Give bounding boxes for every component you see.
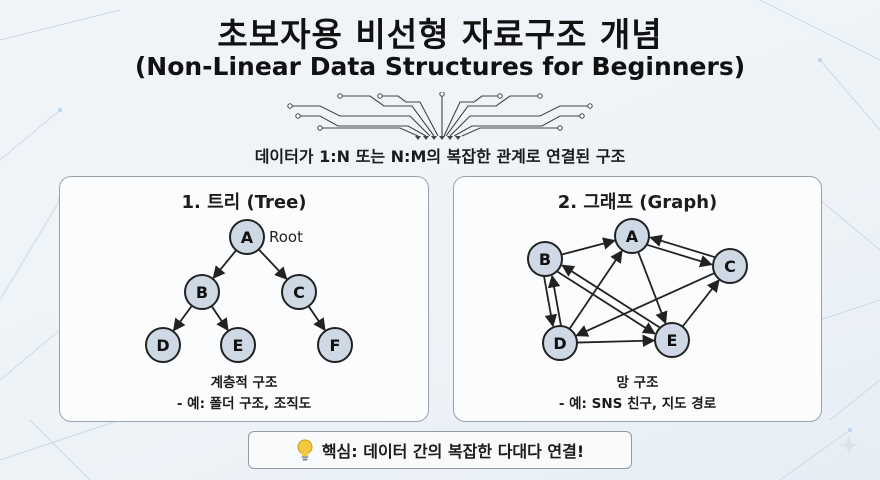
graph-edge-d-e [576, 334, 656, 348]
tree-node-circle [184, 274, 220, 310]
tree-node-circle [220, 327, 256, 363]
subtitle: 데이터가 1:N 또는 N:M의 복잡한 관계로 연결된 구조 [254, 147, 626, 166]
tree-edge-a-b [212, 249, 237, 280]
tree-node-circle [281, 274, 317, 310]
graph-node-circle [527, 241, 563, 277]
tree-node-label: B [196, 283, 208, 302]
graph-edge-c-d [575, 272, 715, 337]
graph-node-e: E [654, 322, 690, 358]
tree-node-circle [145, 327, 181, 363]
tree-edge-c-f [307, 305, 326, 332]
tree-node-a: A [229, 219, 265, 255]
key-point-box: 핵심: 데이터 간의 복잡한 다대다 연결! [248, 431, 632, 469]
tree-node-label: D [156, 336, 169, 355]
graph-node-label: D [553, 334, 566, 353]
graph-edge-c-a [649, 234, 716, 259]
tree-caption-line1: 계층적 구조 [210, 375, 278, 391]
graph-caption-line2: - 예: SNS 친구, 지도 경로 [558, 396, 717, 412]
graph-node-label: E [667, 331, 678, 350]
graph-edge-b-a [561, 237, 616, 256]
tree-node-e: E [220, 327, 256, 363]
graph-node-circle [654, 322, 690, 358]
sparkle-icon [838, 434, 860, 456]
tree-node-d: D [145, 327, 181, 363]
tree-node-label: A [241, 228, 254, 247]
tree-node-b: B [184, 274, 220, 310]
tree-node-c: C [281, 274, 317, 310]
graph-node-circle [614, 218, 650, 254]
graph-edge-a-c [646, 243, 713, 268]
graph-node-b: B [527, 241, 563, 277]
graph-edge-b-d [543, 276, 558, 328]
graph-edge-a-e [637, 251, 668, 325]
tree-caption: 계층적 구조 - 예: 폴더 구조, 조직도 [60, 373, 428, 415]
circuit-decoration [287, 92, 593, 140]
graph-node-circle [712, 248, 748, 284]
tree-edge-b-d [172, 305, 193, 332]
graph-edge-e-c [681, 279, 720, 328]
tree-diagram: A B C D E F Root [145, 219, 353, 363]
graph-edge-e-b [561, 264, 661, 329]
tree-node-label: C [293, 283, 305, 302]
graph-node-label: B [539, 250, 551, 269]
graph-node-label: A [626, 227, 639, 246]
graph-panel-title: 2. 그래프 (Graph) [557, 192, 718, 213]
lightbulb-icon [297, 439, 313, 461]
graph-caption-line1: 망 구조 [616, 375, 659, 391]
graph-node-label: C [724, 257, 736, 276]
graph-node-a: A [614, 218, 650, 254]
graph-diagram: A B C D E [527, 218, 748, 361]
tree-edge-b-e [210, 305, 229, 332]
graph-panel: 2. 그래프 (Graph) A B C D E 망 구조 - 예: SNS 친구, 지… [453, 176, 822, 422]
tree-node-label: E [233, 336, 244, 355]
tree-caption-line2: - 예: 폴더 구조, 조직도 [176, 396, 312, 412]
root-label: Root [269, 228, 303, 246]
graph-edge-d-b [547, 274, 562, 326]
tree-panel: 1. 트리 (Tree) A B C D E F Root 계층적 구조 - 예: 폴더 … [59, 176, 429, 422]
graph-caption: 망 구조 - 예: SNS 친구, 지도 경로 [454, 373, 821, 415]
graph-edge-b-e [556, 270, 656, 335]
tree-node-circle [229, 219, 265, 255]
graph-node-circle [542, 325, 578, 361]
graph-node-c: C [712, 248, 748, 284]
graph-node-d: D [542, 325, 578, 361]
page-title-english: (Non-Linear Data Structures for Beginner… [134, 52, 746, 81]
tree-node-label: F [330, 336, 341, 355]
tree-edge-a-c [258, 248, 288, 280]
graph-edge-d-a [568, 249, 623, 330]
tree-panel-title: 1. 트리 (Tree) [181, 192, 307, 213]
key-point-text: 핵심: 데이터 간의 복잡한 다대다 연결! [321, 442, 585, 461]
page-title: 초보자용 비선형 자료구조 개념 [217, 15, 663, 54]
tree-node-circle [317, 327, 353, 363]
tree-node-f: F [317, 327, 353, 363]
